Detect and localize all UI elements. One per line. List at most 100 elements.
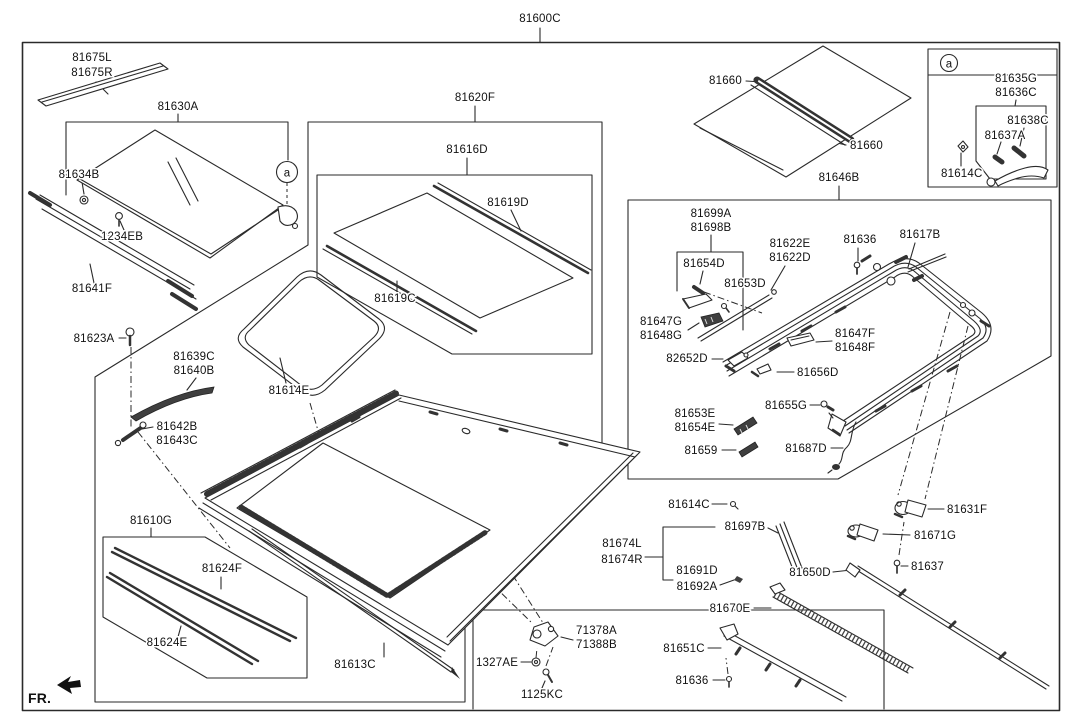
- nut-1327AE: [531, 657, 541, 667]
- part-label-81637: 81637: [911, 561, 944, 573]
- bracket-81647F: [786, 332, 815, 347]
- part-label-1234EB: 1234EB: [101, 231, 143, 243]
- part-label-81692A: 81692A: [677, 581, 718, 593]
- strips-81624: [105, 546, 298, 666]
- part-label-81620F: 81620F: [455, 92, 495, 104]
- part-label-81643C: 81643C: [156, 435, 197, 447]
- bolt-81636-frame: [853, 261, 861, 275]
- part-label-81617B: 81617B: [900, 229, 941, 241]
- part-label-81687D: 81687D: [785, 443, 826, 455]
- fr-arrow-icon: [57, 676, 81, 694]
- part-label-1125KC: 1125KC: [521, 689, 563, 701]
- bracket-81642B: [114, 421, 147, 447]
- part-label-71388B: 71388B: [576, 639, 617, 651]
- inset-parts: [957, 140, 1049, 187]
- part-label-81641F: 81641F: [72, 283, 112, 295]
- box-81620F: [94, 121, 603, 703]
- part-label-81642B: 81642B: [157, 421, 198, 433]
- part-label-81697B: 81697B: [725, 521, 766, 533]
- wedge-81647G: [700, 312, 724, 328]
- box-inset-a: [927, 48, 1058, 188]
- screw-1234EB: [115, 212, 123, 227]
- part-label-1327AE: 1327AE: [476, 657, 518, 669]
- callout-a-glass-letter: a: [284, 168, 291, 180]
- pin-81653E: [733, 416, 758, 436]
- bracket-71378A: [529, 621, 559, 647]
- part-label-81622E: 81622E: [770, 238, 811, 250]
- callout-a-inset: a: [939, 53, 959, 73]
- bolt-81637: [893, 559, 901, 574]
- part-label-81634B: 81634B: [59, 169, 100, 181]
- outer-border: [21, 41, 1061, 712]
- weatherstrip-81619C: [322, 244, 478, 335]
- hinge-bracket-a: [277, 205, 299, 230]
- part-label-81616D: 81616D: [446, 144, 487, 156]
- part-label-71378A: 71378A: [576, 625, 617, 637]
- roof-panel: [198, 389, 641, 658]
- part-label-81691D: 81691D: [676, 565, 717, 577]
- pin-81659: [738, 441, 759, 458]
- part-label-81614E: 81614E: [269, 385, 310, 397]
- part-label-81619D: 81619D: [487, 197, 528, 209]
- motor-81631F: [893, 499, 927, 519]
- part-label-81610G: 81610G: [130, 515, 172, 527]
- part-label-81635G: 81635G: [995, 73, 1037, 85]
- part-label-81671G: 81671G: [914, 530, 956, 542]
- part-label-81619C: 81619C: [374, 293, 415, 305]
- part-label-81650D: 81650D: [789, 567, 830, 579]
- clip-81654D: [682, 285, 713, 309]
- box-81616D: [316, 174, 593, 355]
- weatherstrip-81619D: [432, 182, 592, 275]
- seal-81614E: [237, 270, 386, 396]
- part-label-81647F: 81647F: [835, 328, 875, 340]
- bolt-81636-bottom: [725, 675, 733, 688]
- part-label-81674L: 81674L: [602, 538, 642, 550]
- part-label-81646B: 81646B: [819, 172, 860, 184]
- callout-a-glass: a: [275, 160, 299, 184]
- part-label-81660-right: 81660: [850, 140, 883, 152]
- callout-a-inset-letter: a: [946, 59, 953, 71]
- bracket-82652D: [724, 351, 749, 373]
- part-label-81613C: 81613C: [334, 659, 375, 671]
- guide-rod-81622: [697, 289, 777, 342]
- part-label-81600C: 81600C: [519, 13, 560, 25]
- part-label-81698B: 81698B: [691, 222, 732, 234]
- part-label-81659: 81659: [685, 445, 718, 457]
- frame-member-81651C: [719, 623, 847, 702]
- part-label-81624F: 81624F: [202, 563, 242, 575]
- box-81646B: [627, 199, 1052, 480]
- part-label-81631F: 81631F: [947, 504, 987, 516]
- box-81610G: [102, 536, 308, 679]
- drain-hose-81687D: [827, 421, 857, 474]
- part-label-81636C: 81636C: [995, 87, 1036, 99]
- glass-panel-81616D: [333, 192, 574, 319]
- rail-81697B: [775, 521, 803, 573]
- drip-rail-81613C: [248, 528, 460, 679]
- part-labels: 81600C 81675L 81675R 81630A 81634B 1234E…: [27, 12, 1051, 708]
- part-label-81670E: 81670E: [710, 603, 751, 615]
- part-label-81639C: 81639C: [173, 351, 214, 363]
- clip-81634B: [79, 195, 89, 205]
- part-label-81636-bottom: 81636: [676, 675, 709, 687]
- part-label-81630A: 81630A: [158, 101, 199, 113]
- clip-81691D: [734, 576, 743, 583]
- part-label-81660-left: 81660: [709, 75, 742, 87]
- frame-rails-81646B: [722, 254, 992, 437]
- part-label-81674R: 81674R: [601, 554, 642, 566]
- part-label-81675R: 81675R: [71, 67, 112, 79]
- part-label-81623A: 81623A: [74, 333, 115, 345]
- wedge-81656D: [750, 363, 772, 378]
- part-label-81654E: 81654E: [675, 422, 716, 434]
- screw-81653D: [720, 302, 730, 313]
- clip-81655G: [820, 400, 835, 419]
- part-label-81637A: 81637A: [985, 130, 1026, 142]
- frame-member-81670E: [769, 582, 914, 674]
- part-label-81614C-mid: 81614C: [668, 499, 709, 511]
- part-label-82652D: 82652D: [666, 353, 707, 365]
- part-label-81614C-inset: 81614C: [941, 168, 982, 180]
- part-label-81640B: 81640B: [174, 365, 215, 377]
- front-direction-label: FR.: [28, 690, 51, 706]
- part-label-81638C: 81638C: [1007, 115, 1048, 127]
